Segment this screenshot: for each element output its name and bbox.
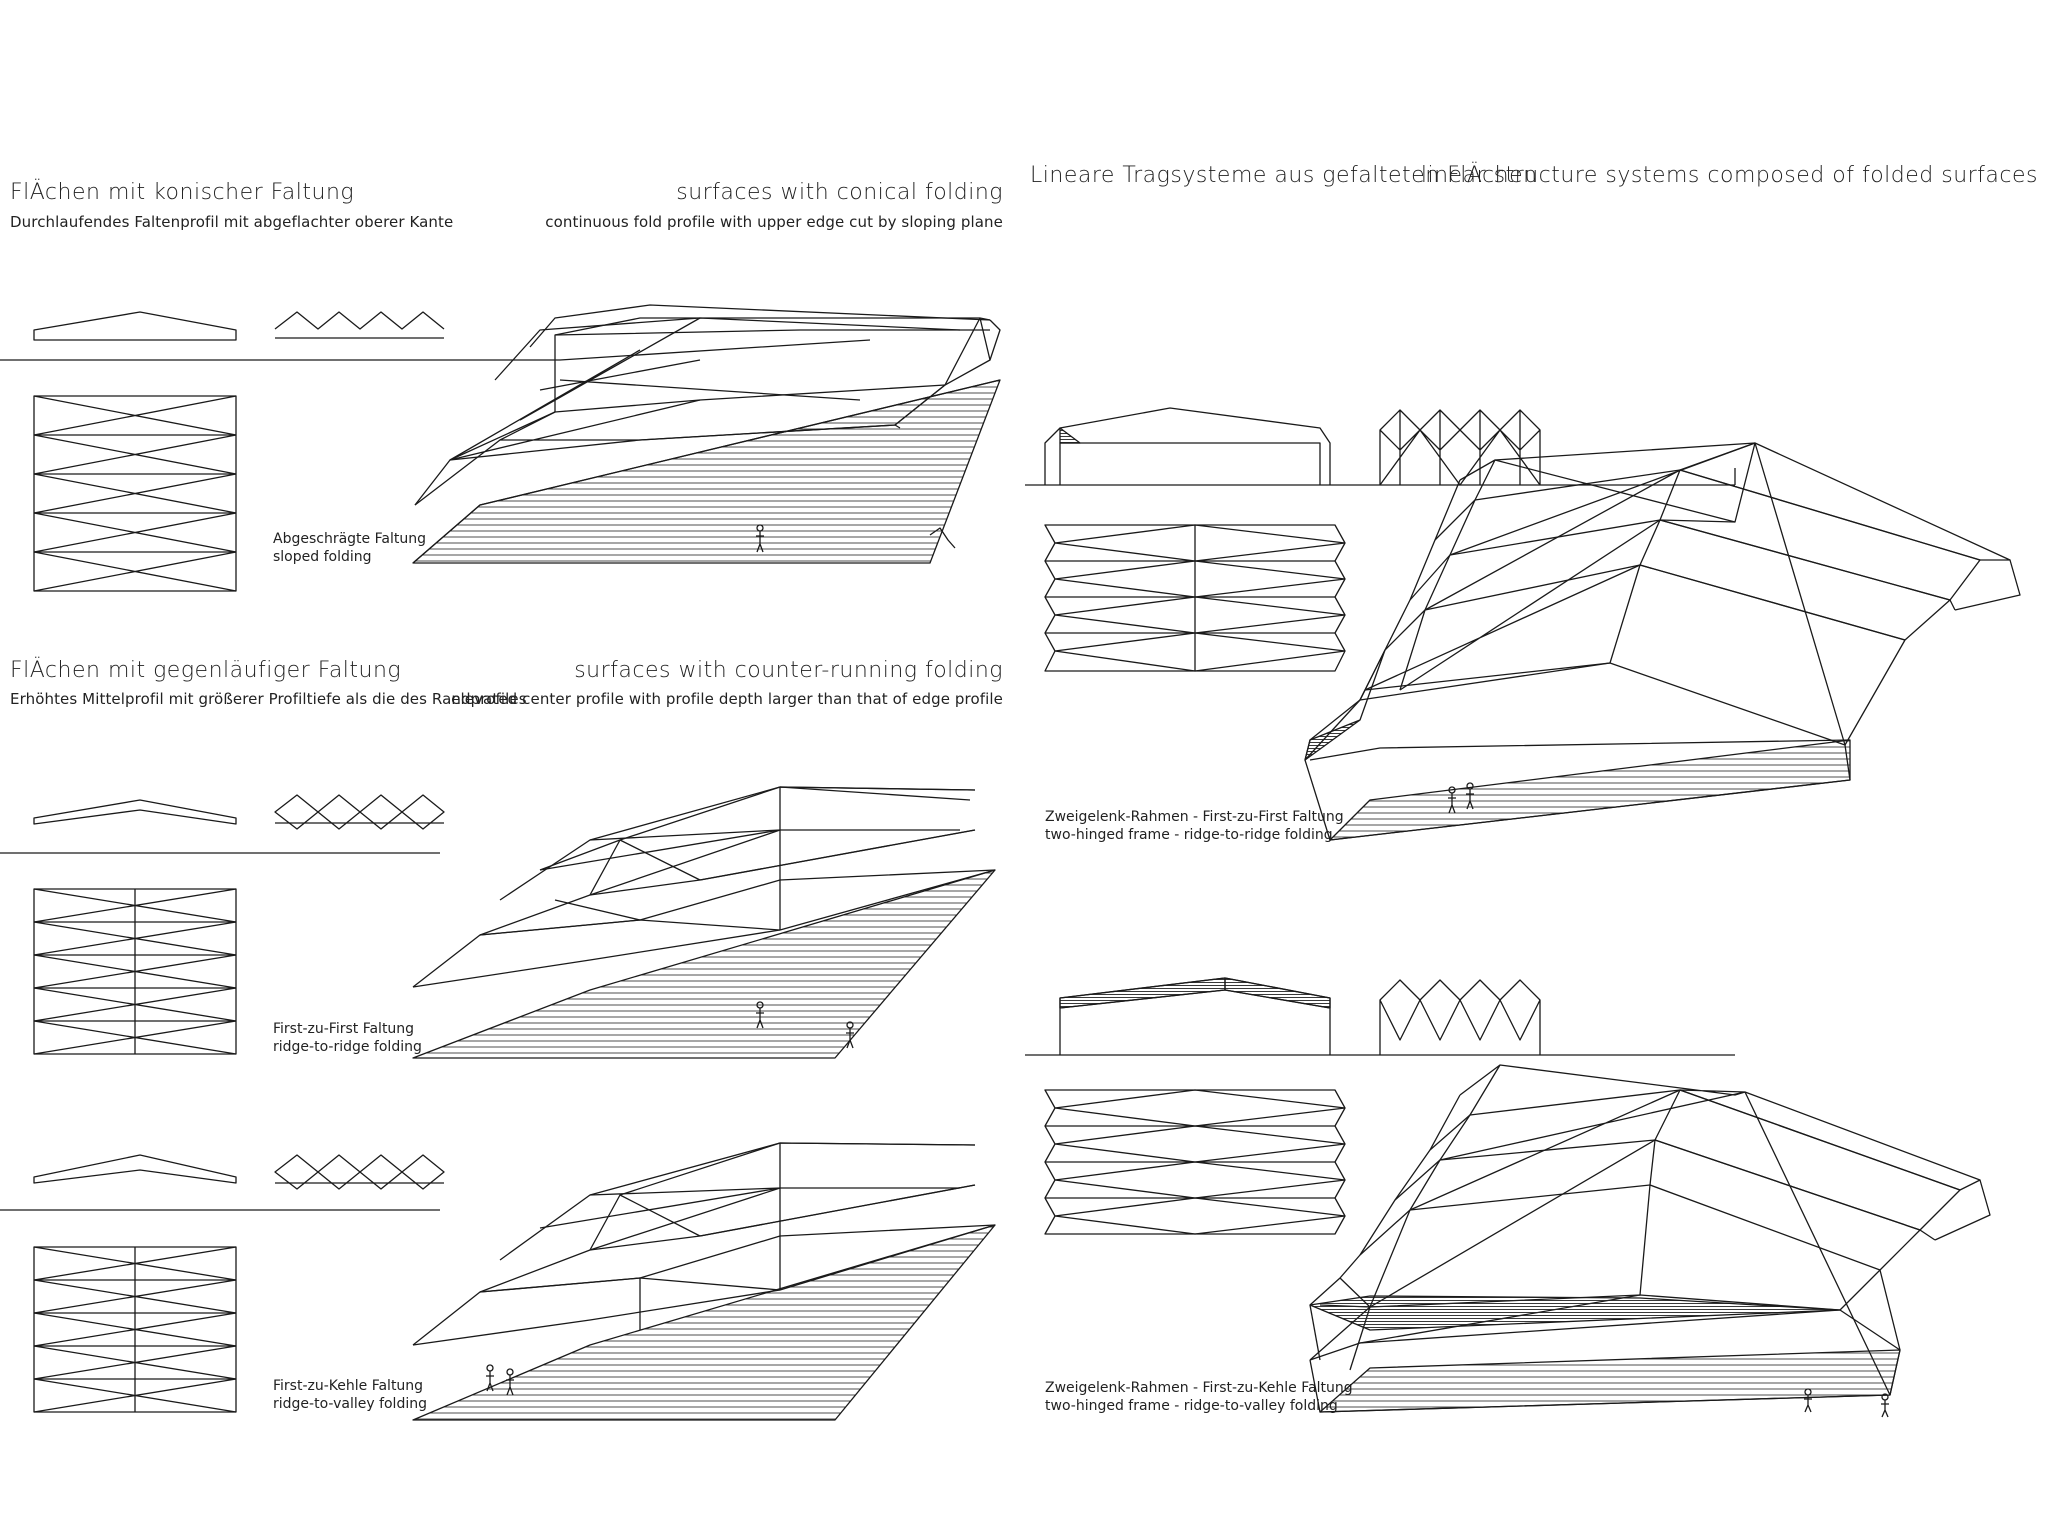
side-elevation: [34, 1155, 236, 1183]
plan-view: [1045, 525, 1345, 671]
frame-ridge-valley-section: [1025, 978, 1990, 1417]
subtitle-counter-de: Erhöhtes Mittelprofil mit größerer Profi…: [10, 690, 527, 708]
caption-ridge-valley-de: First-zu-Kehle Faltung: [273, 1378, 424, 1394]
caption-frame-ridge-valley-de: Zweigelenk-Rahmen - First-zu-Kehle Faltu…: [1045, 1380, 1353, 1396]
caption-frame-ridge-ridge-de: Zweigelenk-Rahmen - First-zu-First Faltu…: [1045, 809, 1344, 825]
front-elevation: [275, 312, 444, 329]
plan-view: [34, 396, 236, 591]
isometric-view: [413, 1143, 995, 1420]
human-figure: [1804, 1389, 1889, 1417]
plan-view: [34, 889, 236, 1054]
caption-sloped-en: sloped folding: [273, 549, 372, 565]
ridge-ridge-section: [0, 787, 995, 1058]
caption-frame-ridge-ridge-en: two-hinged frame - ridge-to-ridge foldin…: [1045, 827, 1333, 843]
conical-section: [0, 305, 1000, 591]
title-conical-de: FlÄchen mit konischer Faltung: [10, 180, 355, 205]
side-elevation: [34, 800, 236, 824]
subtitle-counter-en: elevated center profile with profile dep…: [451, 690, 1003, 708]
title-counter-en: surfaces with counter-running folding: [574, 658, 1003, 683]
caption-ridge-ridge-en: ridge-to-ridge folding: [273, 1039, 422, 1055]
front-elevation: [1380, 410, 1540, 485]
isometric-view: [413, 787, 995, 1058]
front-elevation: [275, 795, 444, 829]
plan-view: [34, 1247, 236, 1412]
title-counter-de: FlÄchen mit gegenläufiger Faltung: [10, 658, 402, 683]
human-figure: [486, 1365, 514, 1395]
title-linear-en: linear structure systems composed of fol…: [1420, 163, 2038, 188]
caption-frame-ridge-valley-en: two-hinged frame - ridge-to-valley foldi…: [1045, 1398, 1338, 1414]
isometric-view: [413, 305, 1000, 563]
caption-ridge-ridge-de: First-zu-First Faltung: [273, 1021, 415, 1037]
plan-view: [1045, 1090, 1345, 1234]
front-elevation: [275, 1155, 444, 1189]
caption-sloped-de: Abgeschrägte Faltung: [273, 531, 426, 547]
side-elevation: [34, 312, 236, 340]
human-figure: [1448, 783, 1474, 813]
subtitle-conical-en: continuous fold profile with upper edge …: [545, 213, 1003, 231]
title-linear-de: Lineare Tragsysteme aus gefalteten FlÄch…: [1030, 163, 1538, 188]
isometric-view: [1305, 443, 2020, 840]
human-figure: [756, 525, 955, 552]
caption-ridge-valley-en: ridge-to-valley folding: [273, 1396, 427, 1412]
ridge-valley-section: [0, 1143, 995, 1420]
front-elevation: [1380, 980, 1540, 1055]
human-figure: [756, 1002, 854, 1048]
frame-elevation: [1045, 408, 1330, 485]
title-conical-en: surfaces with conical folding: [676, 180, 1003, 205]
isometric-view: [1310, 1065, 1990, 1412]
subtitle-conical-de: Durchlaufendes Faltenprofil mit abgeflac…: [10, 213, 454, 231]
frame-ridge-ridge-section: [1025, 408, 2020, 840]
